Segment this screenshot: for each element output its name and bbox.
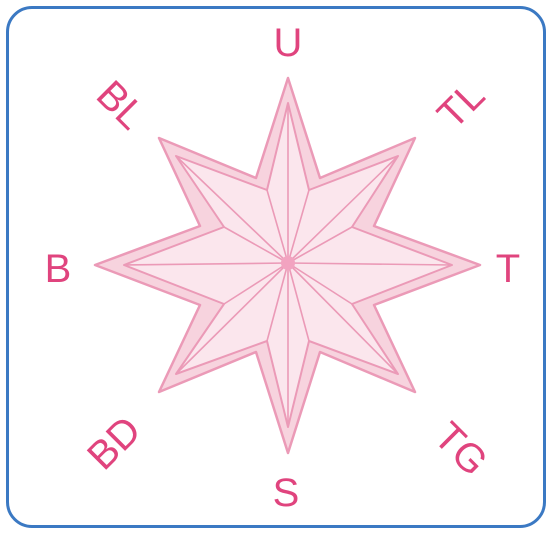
label-southeast: TG — [426, 414, 496, 484]
label-northeast: TL — [429, 73, 493, 137]
label-west: B — [45, 247, 72, 291]
label-north: U — [274, 21, 303, 65]
compass-center — [281, 256, 295, 270]
label-southwest: BD — [79, 408, 149, 478]
label-northwest: BL — [88, 72, 154, 138]
label-east: T — [496, 247, 520, 291]
label-south: S — [273, 471, 300, 515]
